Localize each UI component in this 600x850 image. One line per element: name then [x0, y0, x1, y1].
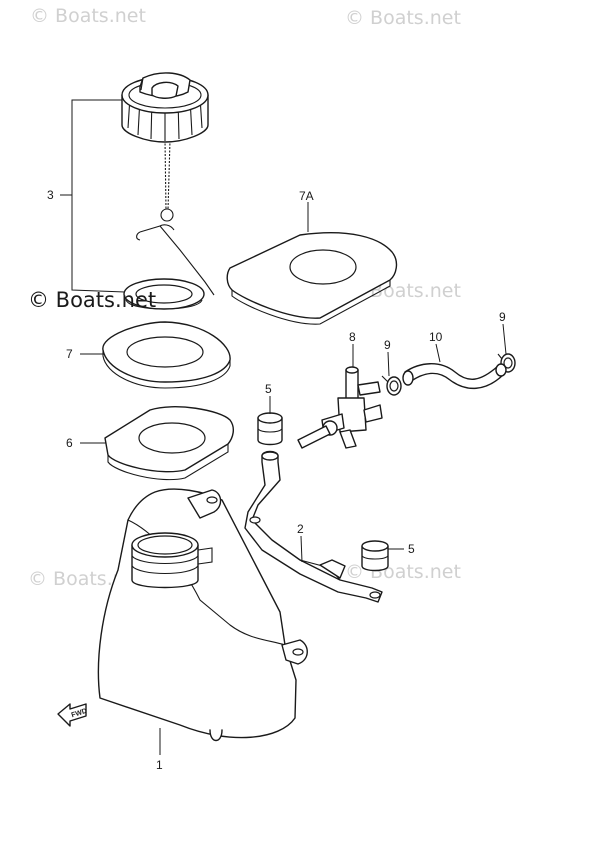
callout-2: 2 — [297, 522, 304, 536]
watermark-top-right: © Boats.net — [345, 7, 461, 29]
callout-9-right: 9 — [499, 310, 506, 324]
callout-5-lower: 5 — [408, 542, 415, 556]
callout-10: 10 — [429, 330, 443, 344]
washer-plate-7 — [102, 321, 231, 389]
hose-clamp-9-left — [381, 375, 402, 396]
fwd-arrow-icon: FWD — [57, 703, 88, 727]
fuel-tank-1 — [97, 488, 308, 742]
grommet-5-lower — [361, 540, 389, 572]
fwd-label: FWD — [71, 708, 88, 720]
grommet-5-upper — [257, 412, 283, 446]
gasket-7a — [226, 232, 398, 325]
watermark-main: © Boats.net — [28, 288, 156, 312]
fuel-hose-10 — [402, 363, 507, 390]
callout-labels: 3 7A 7 6 5 5 8 9 10 9 2 1 — [47, 188, 506, 772]
callout-3: 3 — [47, 188, 54, 202]
fuel-cap-assembly — [121, 72, 215, 310]
callout-5-upper: 5 — [265, 382, 272, 396]
leader-lines — [60, 99, 507, 755]
callout-6: 6 — [66, 436, 73, 450]
callout-8: 8 — [349, 330, 356, 344]
callout-7: 7 — [66, 347, 73, 361]
fuel-valve-8 — [297, 366, 383, 449]
callout-9-left: 9 — [384, 338, 391, 352]
bracket-2 — [244, 450, 383, 603]
gasket-6 — [104, 406, 235, 481]
watermark-top-left: © Boats.net — [30, 5, 146, 27]
hose-clamp-9-right — [497, 353, 516, 373]
callout-1: 1 — [156, 758, 163, 772]
callout-7a: 7A — [299, 189, 314, 203]
